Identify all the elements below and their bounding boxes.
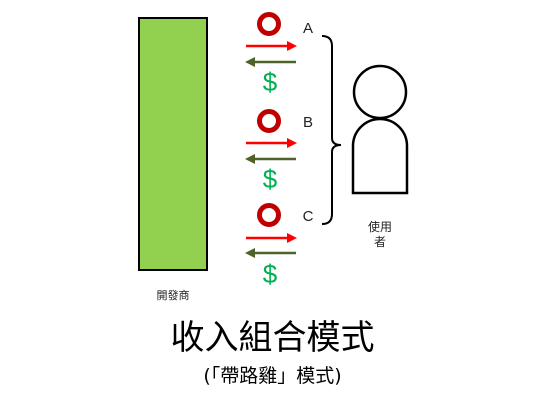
left-arrow-icon (245, 248, 296, 258)
dollar-sign: $ (263, 67, 278, 97)
user-label: 使用者 (367, 220, 392, 249)
right-arrow-icon (246, 233, 297, 243)
person-icon (351, 64, 409, 195)
diagram-subtitle: (「帶路雞」模式) (203, 365, 342, 387)
group-b: $ B (245, 109, 313, 194)
ring-icon (257, 109, 281, 133)
developer-box (138, 17, 208, 271)
arrow-head (245, 57, 255, 67)
bracket (321, 35, 342, 225)
arrow-head (287, 41, 297, 51)
right-arrow-icon (246, 41, 297, 51)
group-label: B (303, 114, 313, 131)
ring-icon (257, 12, 281, 36)
group-c: $ C (245, 203, 314, 289)
group-label: A (303, 20, 313, 37)
arrow-head (287, 138, 297, 148)
diagram-title: 收入組合模式 (170, 318, 375, 358)
arrow-head (245, 154, 255, 164)
group-label: C (303, 208, 314, 225)
arrow-head (245, 248, 255, 258)
person-body (351, 117, 409, 195)
right-arrow-icon (246, 138, 297, 148)
person-head (352, 64, 408, 120)
left-arrow-icon (245, 154, 296, 164)
dollar-sign: $ (263, 164, 278, 194)
group-a: $ A (245, 12, 313, 97)
developer-label: 開發商 (156, 289, 190, 302)
left-arrow-icon (245, 57, 296, 67)
arrow-head (287, 233, 297, 243)
ring-icon (257, 203, 281, 227)
dollar-sign: $ (263, 259, 278, 289)
